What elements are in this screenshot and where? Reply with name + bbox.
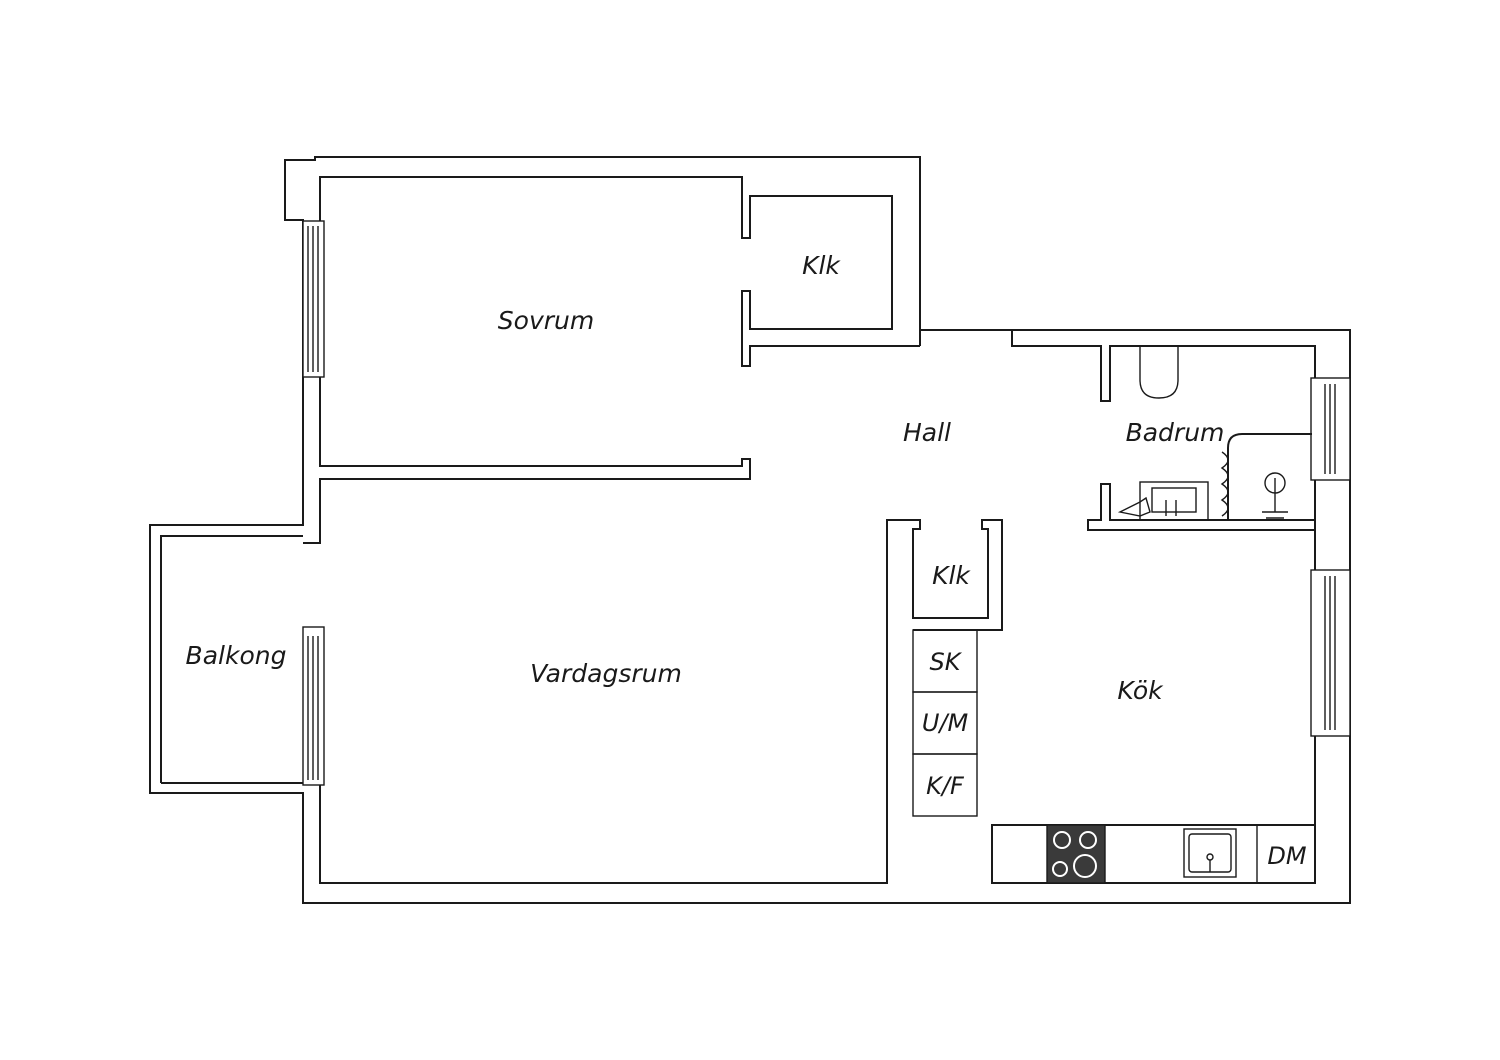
room-label-vardagsrum: Vardagsrum — [530, 659, 682, 688]
appliance-label-um: U/M — [922, 709, 969, 737]
room-label-sovrum: Sovrum — [498, 306, 594, 335]
room-label-hall: Hall — [903, 418, 951, 447]
room-label-badrum: Badrum — [1126, 418, 1225, 447]
stove — [1046, 824, 1106, 884]
room-label-klk-top: Klk — [802, 251, 841, 280]
room-label-kok: Kök — [1117, 676, 1164, 705]
appliance-column — [912, 629, 978, 817]
outer-walls — [149, 156, 1351, 904]
kitchen-sink — [1183, 828, 1237, 878]
bathroom-sink — [1117, 481, 1209, 521]
room-label-klk-mid: Klk — [932, 561, 971, 590]
toilet — [1139, 346, 1179, 399]
shower — [1220, 433, 1312, 520]
windows — [302, 220, 1351, 786]
appliance-label-dm: DM — [1267, 842, 1306, 870]
appliance-label-kf: K/F — [926, 772, 965, 800]
appliance-label-sk: SK — [930, 648, 963, 676]
room-label-balkong: Balkong — [186, 641, 287, 670]
